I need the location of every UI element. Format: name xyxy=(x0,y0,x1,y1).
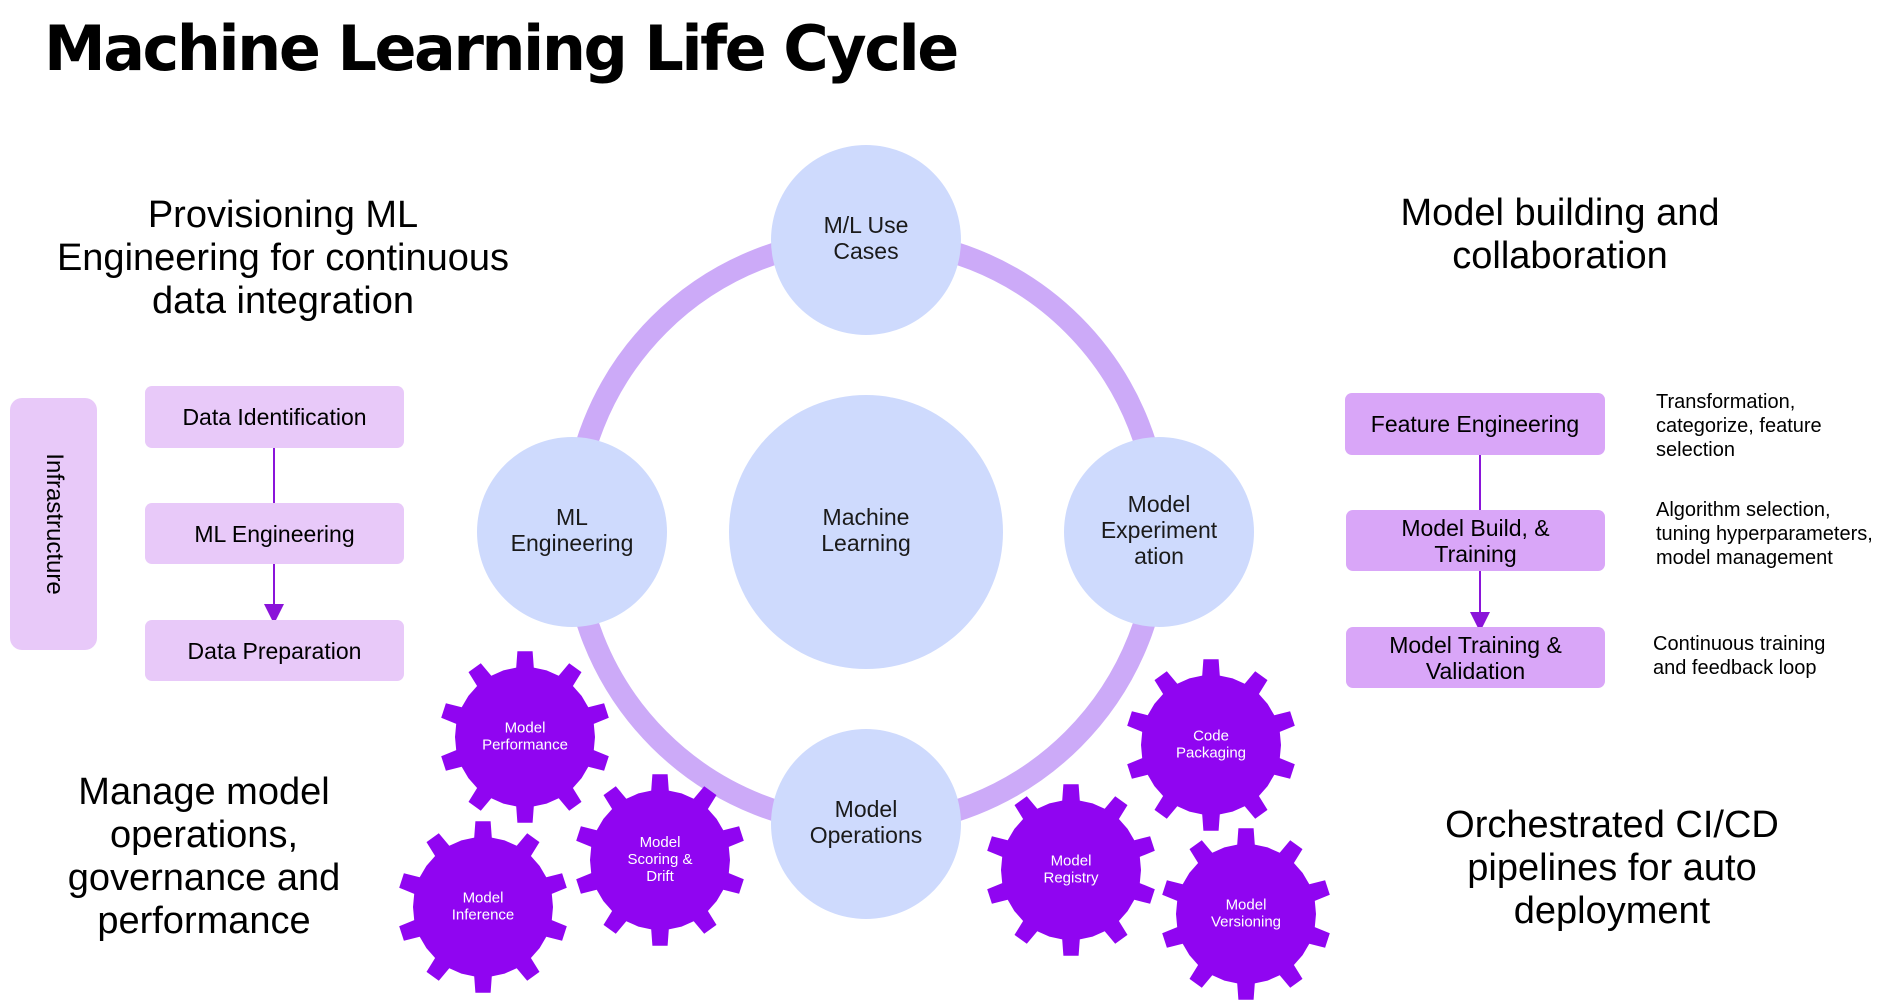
gear-icon xyxy=(399,821,567,993)
circle-center-label-line: Learning xyxy=(821,530,911,556)
provisioning-heading-line: Engineering for continuous xyxy=(56,237,510,279)
page-title: Machine Learning Life Cycle xyxy=(44,12,959,85)
circle-right-label-line: Experiment xyxy=(1101,517,1218,543)
gear-label-line: Model xyxy=(463,889,504,906)
manage-heading-line: Manage model xyxy=(78,771,330,813)
provisioning-heading-line: data integration xyxy=(152,280,414,322)
cicd-heading-line: pipelines for auto xyxy=(1467,847,1757,889)
gear-label-line: Model xyxy=(1226,896,1267,913)
circle-bottom-label-line: Operations xyxy=(810,822,923,848)
step-label: Data Preparation xyxy=(187,637,362,664)
gear-icon xyxy=(987,784,1155,956)
circle-right-label-line: ation xyxy=(1134,543,1184,569)
model-building-heading: Model building and collaboration xyxy=(1400,192,1719,278)
step-model-training-validation: Model Training & Validation xyxy=(1346,627,1605,688)
circle-center xyxy=(729,395,1003,669)
step-data-identification: Data Identification xyxy=(145,386,404,448)
circle-top-label-line: M/L Use xyxy=(824,212,909,238)
gear-label-line: Drift xyxy=(646,868,674,885)
step-data-preparation: Data Preparation xyxy=(145,620,404,681)
step-label: ML Engineering xyxy=(194,520,355,547)
note-line: and feedback loop xyxy=(1653,657,1817,679)
step-label: Training xyxy=(1434,540,1517,567)
gear-label-line: Inference xyxy=(452,906,515,923)
circle-right-label-line: Model xyxy=(1128,491,1191,517)
gear-label-line: Scoring & xyxy=(627,851,692,868)
note-line: tuning hyperparameters, xyxy=(1656,523,1873,545)
step-label: Model Build, & xyxy=(1401,514,1550,541)
circle-left xyxy=(477,437,667,627)
gear-label-line: Packaging xyxy=(1176,744,1246,761)
gear-label-line: Performance xyxy=(482,736,568,753)
note-line: Algorithm selection, xyxy=(1656,499,1831,521)
gear-icon xyxy=(576,774,744,946)
gear-label-line: Versioning xyxy=(1211,913,1281,930)
note-line: Transformation, xyxy=(1656,391,1796,413)
cicd-heading-line: Orchestrated CI/CD xyxy=(1445,804,1779,846)
note-line: model management xyxy=(1656,547,1833,569)
circle-left-label-line: Engineering xyxy=(511,530,634,556)
circle-right xyxy=(1064,437,1254,627)
model-building-heading-line: Model building and xyxy=(1400,192,1720,234)
step-label: Validation xyxy=(1425,657,1526,684)
circle-bottom-label-line: Model xyxy=(835,796,898,822)
gear-label-line: Code xyxy=(1193,727,1229,744)
cicd-heading-line: deployment xyxy=(1513,890,1711,932)
gear-icon xyxy=(1162,828,1330,1000)
step-label: Model Training & xyxy=(1389,631,1562,658)
gear-label-line: Model xyxy=(640,834,681,851)
circle-bottom xyxy=(771,729,961,919)
step-label: Feature Engineering xyxy=(1370,411,1580,437)
provisioning-heading: Provisioning ML Engineering for continuo… xyxy=(57,194,509,323)
note-feature-engineering: Transformation, categorize, feature sele… xyxy=(1656,390,1822,462)
step-ml-engineering: ML Engineering xyxy=(145,503,404,564)
manage-heading-line: governance and xyxy=(67,857,341,899)
circle-top-label-line: Cases xyxy=(833,238,898,264)
step-label: Data Identification xyxy=(182,404,367,430)
note-line: Continuous training xyxy=(1653,633,1826,655)
gear-icon xyxy=(441,651,609,823)
gear-icon xyxy=(1127,659,1295,831)
circle-top xyxy=(771,145,961,335)
note-model-build: Algorithm selection, tuning hyperparamet… xyxy=(1656,498,1873,570)
manage-heading-line: operations, xyxy=(109,814,298,856)
gear-label-line: Registry xyxy=(1043,869,1099,886)
note-line: categorize, feature xyxy=(1656,415,1822,437)
cicd-heading: Orchestrated CI/CD pipelines for auto de… xyxy=(1445,804,1779,933)
circle-center-label-line: Machine xyxy=(823,504,910,530)
manage-heading-line: performance xyxy=(97,900,311,942)
gear-label-line: Model xyxy=(1051,852,1092,869)
manage-heading: Manage model operations, governance and … xyxy=(68,771,341,943)
model-building-heading-line: collaboration xyxy=(1452,235,1668,277)
provisioning-heading-line: Provisioning ML xyxy=(147,194,419,236)
step-feature-engineering: Feature Engineering xyxy=(1345,393,1605,455)
note-model-training: Continuous training and feedback loop xyxy=(1653,632,1825,680)
gear-label-line: Model xyxy=(505,719,546,736)
step-model-build-training: Model Build, & Training xyxy=(1346,510,1605,571)
infrastructure-box: Infrastructure xyxy=(10,398,97,650)
circle-left-label-line: ML xyxy=(556,504,588,530)
note-line: selection xyxy=(1656,439,1735,461)
